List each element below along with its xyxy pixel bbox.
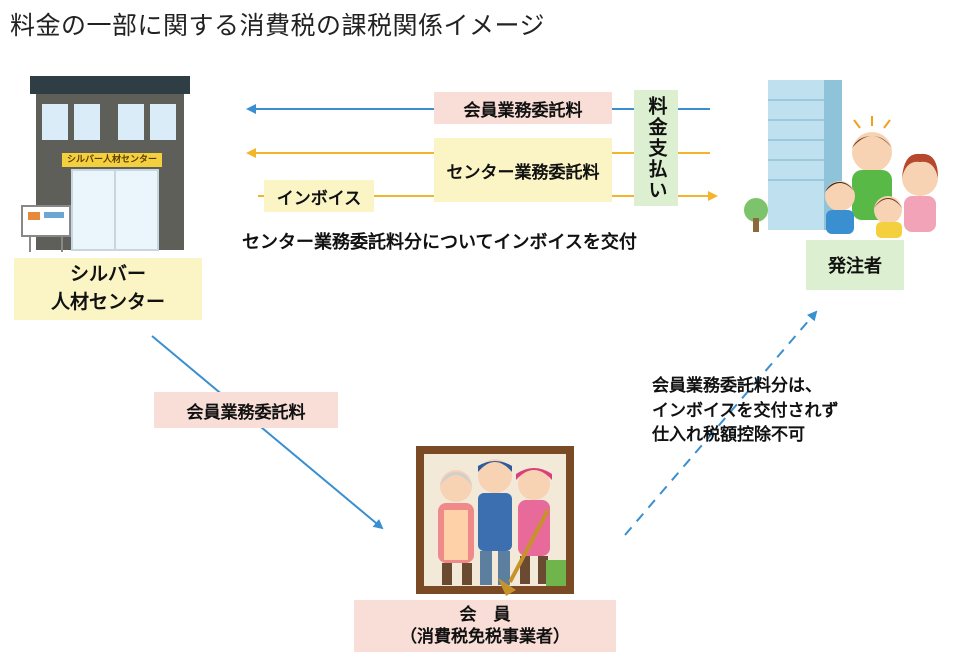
silver-center-building-icon	[21, 76, 190, 252]
invoice-note: センター業務委託料分についてインボイスを交付	[242, 232, 637, 253]
building-sign: シルバー人材センター	[66, 155, 157, 165]
client-box: 発注者	[806, 240, 904, 290]
payment-label: 料金支払い	[634, 90, 678, 206]
silver-center-line1: シルバー	[69, 263, 146, 286]
client-family-icon	[744, 80, 938, 238]
dashed-note-line1: 会員業務委託料分は、	[652, 376, 822, 396]
dashed-note-line2: インボイスを交付されず	[652, 400, 839, 421]
dashed-arrow	[624, 310, 818, 536]
member-fee-top-label: 会員業務委託料	[434, 92, 612, 124]
members-elderly-workers-icon	[416, 446, 574, 596]
invoice-label: インボイス	[264, 180, 374, 212]
center-fee-label: センター業務委託料	[434, 138, 612, 202]
page-title: 料金の一部に関する消費税の課税関係イメージ	[10, 11, 546, 40]
member-box-line1: 会 員	[459, 604, 511, 625]
dashed-note-line3: 仕入れ税額控除不可	[652, 425, 805, 446]
silver-center-box: シルバー 人材センター	[14, 258, 202, 320]
silver-center-line2: 人材センター	[50, 291, 165, 313]
member-box: 会 員 （消費税免税事業者）	[354, 600, 616, 652]
member-fee-diag-arrow	[151, 335, 384, 530]
dashed-note: 会員業務委託料分は、 インボイスを交付されず 仕入れ税額控除不可	[652, 374, 839, 448]
member-fee-diag-label: 会員業務委託料	[154, 392, 338, 428]
member-box-line2: （消費税免税事業者）	[400, 627, 570, 647]
